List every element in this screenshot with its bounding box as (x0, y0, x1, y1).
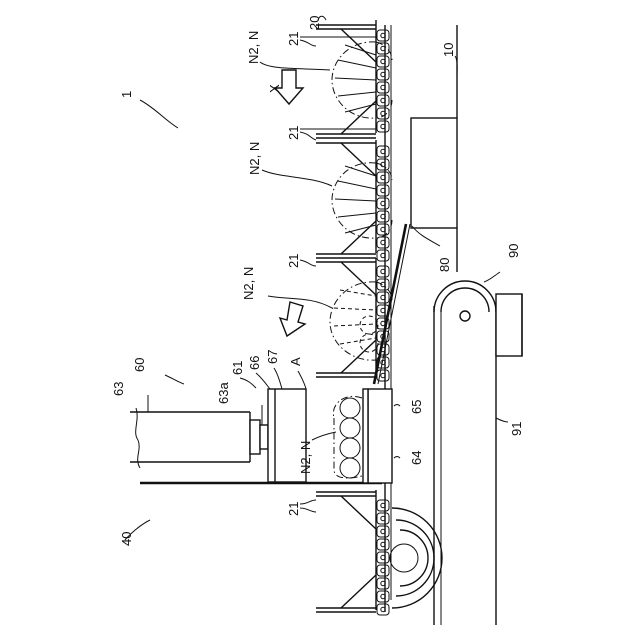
chain-link (377, 224, 389, 235)
rod (260, 425, 268, 449)
chain-link (377, 56, 389, 67)
gripper-unit-4 (316, 490, 376, 612)
chain-link (377, 159, 389, 170)
chain-link (377, 513, 389, 524)
supply-conveyor-end (411, 118, 457, 228)
label-pusher-plate: 61 (230, 361, 245, 375)
label-guide-b: 67 (265, 350, 280, 364)
label-cylinder: 63 (111, 382, 126, 396)
cylinder (130, 408, 250, 468)
chain-link (377, 500, 389, 511)
chain-link (377, 30, 389, 41)
label-product-group-3: N2, N (241, 267, 256, 300)
label-product-group-4: N2, N (298, 441, 313, 474)
label-direction-a: A (288, 357, 303, 366)
label-transfer-section: 40 (119, 532, 134, 546)
discharge-conveyor (434, 281, 522, 625)
chain-link (377, 604, 389, 615)
label-gripper-conveyor: 20 (307, 16, 322, 30)
label-discharge-conveyor: 90 (506, 244, 521, 258)
chain-link (377, 526, 389, 537)
chain-link (377, 266, 389, 277)
chain-link (377, 211, 389, 222)
label-gripper-unit-2: 21 (286, 126, 301, 140)
chain-link (377, 198, 389, 209)
chain-link (377, 43, 389, 54)
chain-link (377, 344, 389, 355)
chain-link (377, 146, 389, 157)
chain-link (377, 565, 389, 576)
chain-link (377, 591, 389, 602)
gripper-unit-2 (316, 140, 376, 258)
receiving-table (363, 389, 368, 483)
label-direction-x: X (267, 84, 282, 93)
rod-collar (250, 420, 260, 454)
arrow-a (280, 302, 305, 336)
chain-link (377, 552, 389, 563)
label-pusher-unit: 60 (132, 358, 147, 372)
support-plate (368, 389, 392, 483)
chain-link (377, 250, 389, 261)
label-product-group-2: N2, N (247, 142, 262, 175)
chain-link (377, 185, 389, 196)
label-support-plate: 65 (409, 400, 424, 414)
chain-link (377, 108, 389, 119)
gripper-unit-3 (316, 258, 376, 377)
chain-link (377, 172, 389, 183)
chain-link (377, 237, 389, 248)
label-gripper-unit-4: 21 (286, 502, 301, 516)
label-receiving-table: 64 (409, 451, 424, 465)
label-gripper-unit-1: 21 (286, 32, 301, 46)
label-guide-a: 66 (247, 356, 262, 370)
label-rod: 63a (216, 382, 231, 404)
label-belt: 91 (509, 422, 524, 436)
chain-link (377, 121, 389, 132)
chain-link (377, 539, 389, 550)
chain-link (377, 69, 389, 80)
chain-link (377, 279, 389, 290)
label-supply-conveyor: 10 (441, 43, 456, 57)
chain-link (377, 95, 389, 106)
label-gripper-unit-3: 21 (286, 254, 301, 268)
label-product-group-1: N2, N (246, 31, 261, 64)
chain-link (377, 578, 389, 589)
pushed-products (333, 396, 362, 478)
chain-link (377, 82, 389, 93)
chain-link (377, 292, 389, 303)
label-apparatus: 1 (119, 91, 134, 98)
label-chute: 80 (437, 258, 452, 272)
